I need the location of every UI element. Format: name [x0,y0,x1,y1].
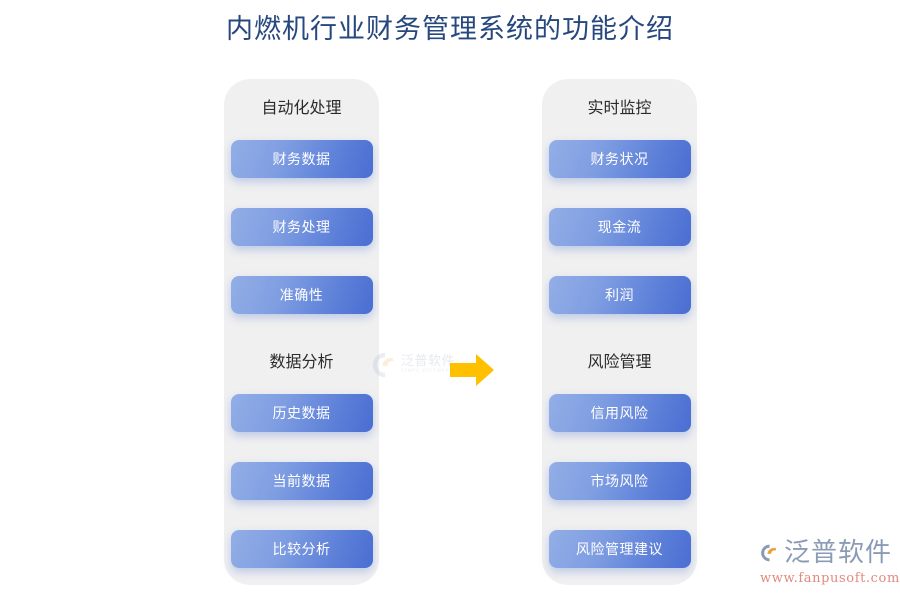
group-title: 实时监控 [587,98,652,117]
group-title: 自动化处理 [261,98,342,117]
pill-button[interactable]: 现金流 [548,208,691,246]
group-realtime-monitoring: 实时监控 财务状况 现金流 利润 [542,97,697,314]
brand-logo: 泛普软件 www.fanpusoft.com [760,538,900,590]
pill-button[interactable]: 当前数据 [230,462,373,500]
brand-url: www.fanpusoft.com [760,571,900,586]
watermark-subtitle: FANPU SOFTWARE [401,369,454,375]
group-risk-management: 风险管理 信用风险 市场风险 风险管理建议 [542,351,697,568]
watermark-name: 泛普软件 [401,354,456,370]
group-automation: 自动化处理 财务数据 财务处理 准确性 [224,97,379,314]
pill-stack: 财务数据 财务处理 准确性 [224,140,379,314]
group-title: 数据分析 [269,352,334,371]
fanpu-logo-icon [761,544,777,562]
pill-button[interactable]: 市场风险 [548,462,691,500]
pill-button[interactable]: 准确性 [230,276,373,314]
group-data-analysis: 数据分析 历史数据 当前数据 比较分析 [224,351,379,568]
pill-button[interactable]: 信用风险 [548,394,691,432]
panel-right: 实时监控 财务状况 现金流 利润 风险管理 信用风险 市场风险 风险管理建议 [542,79,697,585]
pill-stack: 财务状况 现金流 利润 [542,140,697,314]
pill-stack: 历史数据 当前数据 比较分析 [224,394,379,568]
brand-name: 泛普软件 [783,538,892,568]
pill-button[interactable]: 风险管理建议 [548,530,691,568]
brand-row: 泛普软件 [760,538,892,568]
center-watermark: 泛普软件 FANPU SOFTWARE [372,348,458,382]
panel-left: 自动化处理 财务数据 财务处理 准确性 数据分析 历史数据 当前数据 比较分析 [224,79,379,585]
pill-button[interactable]: 财务数据 [230,140,373,178]
pill-stack: 信用风险 市场风险 风险管理建议 [542,394,697,568]
pill-button[interactable]: 比较分析 [230,530,373,568]
right-arrow-icon [450,352,494,388]
pill-button[interactable]: 历史数据 [230,394,373,432]
pill-button[interactable]: 利润 [548,276,691,314]
pill-button[interactable]: 财务处理 [230,208,373,246]
page-title: 内燃机行业财务管理系统的功能介绍 [226,14,674,45]
pill-button[interactable]: 财务状况 [548,140,691,178]
group-title: 风险管理 [587,352,652,371]
